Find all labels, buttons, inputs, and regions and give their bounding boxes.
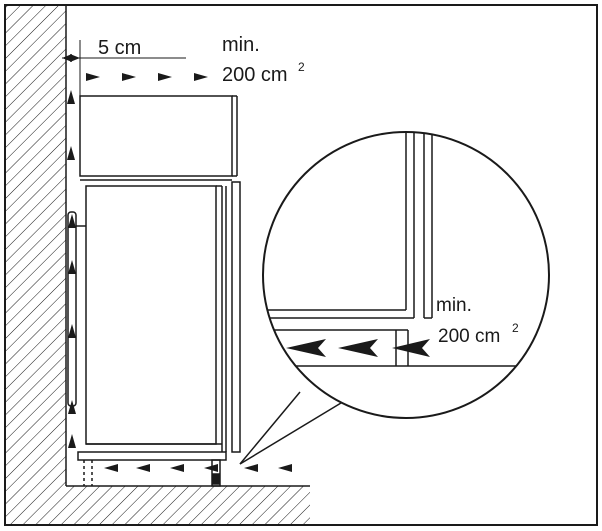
- top-airflow-arrows: [86, 73, 208, 81]
- detail-area-label: 200 cm: [438, 326, 500, 347]
- detail-magnified: [263, 132, 549, 367]
- airflow-arrow-icon: [136, 464, 150, 472]
- airflow-arrow-icon: [67, 90, 75, 104]
- airflow-arrow-icon: [170, 464, 184, 472]
- gap-label: 5 cm: [98, 37, 141, 59]
- appliance: [85, 181, 241, 453]
- airflow-arrow-icon: [278, 464, 292, 472]
- airflow-arrow-icon: [194, 73, 208, 81]
- detail-area-exponent: 2: [512, 321, 519, 335]
- airflow-arrow-icon: [122, 73, 136, 81]
- upper-cabinet: [79, 95, 238, 181]
- airflow-arrow-icon: [68, 434, 76, 448]
- frame-border: [4, 4, 598, 526]
- airflow-arrow-icon: [68, 324, 76, 338]
- airflow-arrow-icon: [392, 339, 430, 357]
- top-vent-min-label: min.: [222, 34, 260, 56]
- airflow-arrow-icon: [204, 464, 218, 472]
- airflow-arrow-icon: [158, 73, 172, 81]
- plinth: [77, 451, 227, 487]
- bottom-airflow-arrows: [104, 464, 292, 472]
- detail-min-label: min.: [436, 295, 472, 316]
- detail-airflow-arrows: [286, 339, 430, 357]
- airflow-arrow-icon: [338, 339, 378, 357]
- airflow-arrow-icon: [244, 464, 258, 472]
- gap-dimension: [62, 40, 186, 96]
- airflow-arrow-icon: [68, 214, 76, 228]
- airflow-arrow-icon: [68, 400, 76, 414]
- airflow-arrow-icon: [68, 260, 76, 274]
- airflow-arrow-icon: [104, 464, 118, 472]
- back-airflow-arrows: [67, 90, 76, 448]
- top-vent-area-label: 200 cm: [222, 64, 288, 86]
- airflow-arrow-icon: [86, 73, 100, 81]
- airflow-arrow-icon: [286, 339, 326, 357]
- top-vent-area-exponent: 2: [298, 60, 305, 74]
- airflow-arrow-icon: [67, 146, 75, 160]
